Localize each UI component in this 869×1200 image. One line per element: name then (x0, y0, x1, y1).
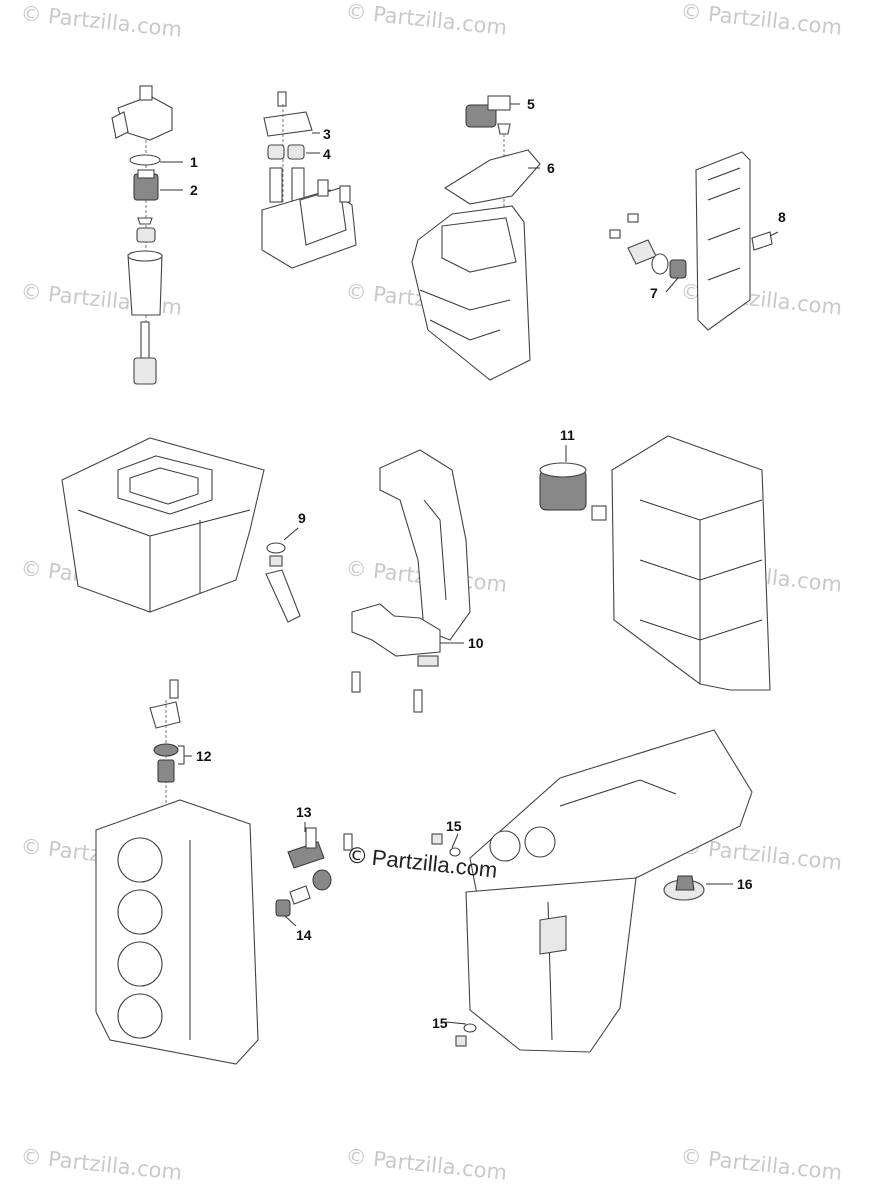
callout-15-lower: 15 (432, 1015, 448, 1031)
swivel-bracket-assembly (351, 449, 471, 713)
copyright-symbol: © (345, 843, 369, 870)
watermark: © Partzilla.com (19, 1144, 183, 1185)
bracket-plate-assembly (609, 151, 779, 331)
callout-11: 11 (560, 427, 575, 443)
callout-6: 6 (547, 160, 555, 176)
callout-8: 8 (778, 209, 786, 225)
intake-silencer-assembly (411, 95, 541, 381)
center-watermark: © Partzilla.com (345, 843, 499, 883)
cylinder-head-assembly (95, 679, 353, 1065)
callout-16: 16 (737, 876, 753, 892)
callout-2: 2 (190, 182, 198, 198)
lower-case-assembly (431, 729, 753, 1053)
callout-7: 7 (650, 285, 658, 301)
callout-9: 9 (298, 510, 306, 526)
watermark: © Partzilla.com (344, 0, 508, 40)
fuel-filter-assembly (111, 85, 183, 385)
callout-14: 14 (296, 927, 312, 943)
fuel-injector-assembly (261, 91, 357, 269)
callout-15: 15 (446, 818, 462, 834)
callout-1: 1 (190, 154, 198, 170)
callout-12: 12 (196, 748, 212, 764)
oil-pan-assembly (61, 437, 301, 623)
watermark: © Partzilla.com (19, 1, 183, 42)
watermark: © Partzilla.com (344, 1144, 508, 1185)
watermark: © Partzilla.com (679, 1144, 843, 1185)
callout-13: 13 (296, 804, 312, 820)
callout-5: 5 (527, 96, 535, 112)
oil-filter-cylinder-block (539, 435, 771, 691)
callout-3: 3 (323, 126, 331, 142)
callout-4: 4 (323, 146, 331, 162)
callout-10: 10 (468, 635, 484, 651)
watermark: © Partzilla.com (679, 0, 843, 40)
